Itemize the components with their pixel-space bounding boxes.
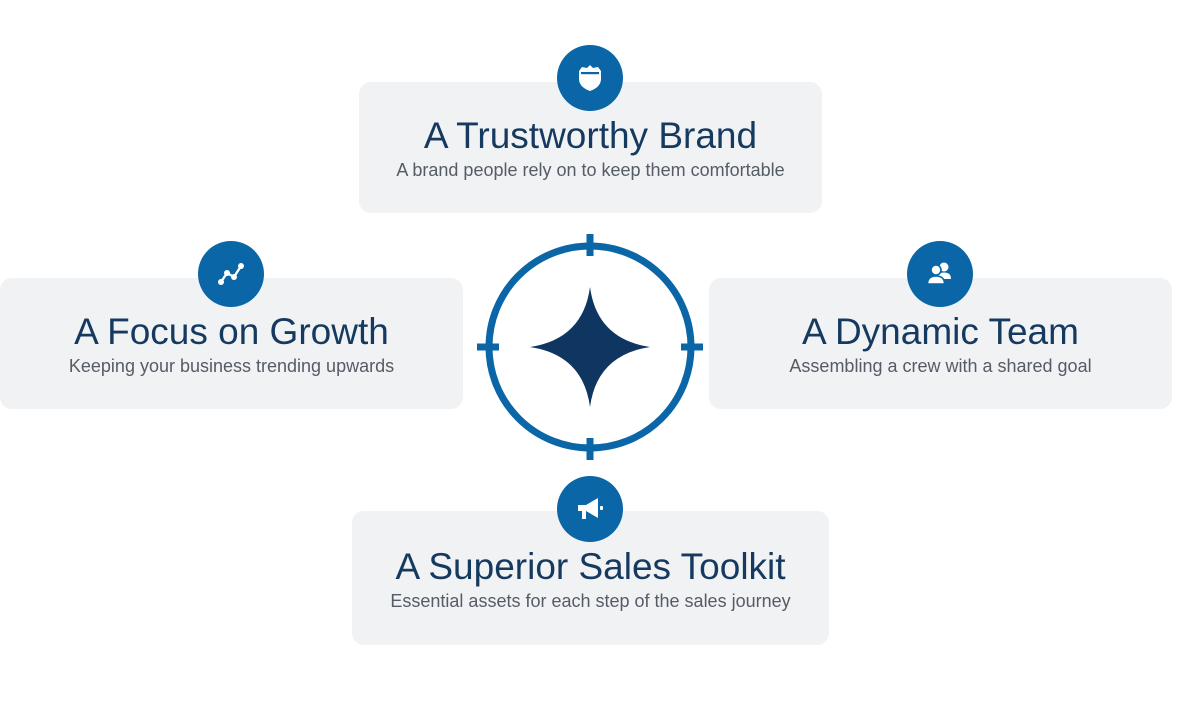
card-title: A Focus on Growth xyxy=(74,311,389,352)
megaphone-icon xyxy=(557,476,623,542)
trend-line-icon xyxy=(198,241,264,307)
card-title: A Dynamic Team xyxy=(802,311,1079,352)
compass-star-icon xyxy=(477,234,703,460)
card-subtitle: A brand people rely on to keep them comf… xyxy=(396,160,785,180)
card-title: A Superior Sales Toolkit xyxy=(395,546,786,587)
card-subtitle: Assembling a crew with a shared goal xyxy=(789,356,1092,376)
card-subtitle: Essential assets for each step of the sa… xyxy=(390,591,791,611)
card-subtitle: Keeping your business trending upwards xyxy=(68,356,395,376)
team-users-icon xyxy=(907,241,973,307)
shield-badge-icon xyxy=(557,45,623,111)
card-superior-sales-toolkit: A Superior Sales Toolkit Essential asset… xyxy=(352,511,829,645)
card-title: A Trustworthy Brand xyxy=(423,115,758,156)
